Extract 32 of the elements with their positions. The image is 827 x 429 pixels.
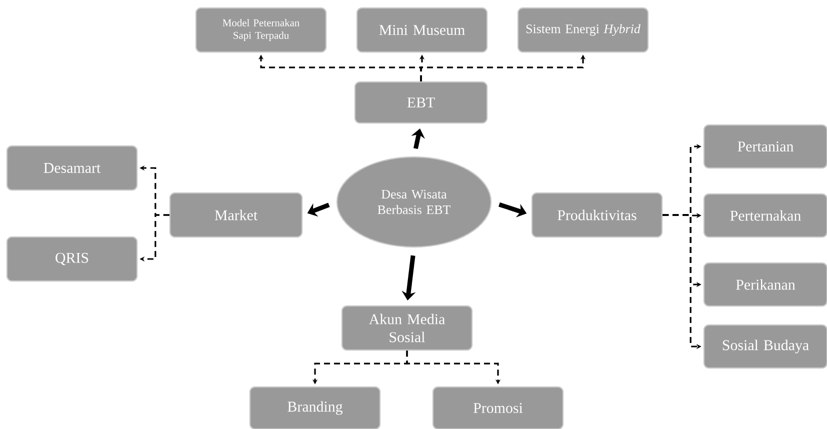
topic-box [6,236,138,282]
node-text: Akun Media Sosial [368,314,445,342]
topic-box [341,305,473,351]
central-ellipse [336,156,492,248]
topic-box [354,81,488,124]
topic-box [517,7,649,53]
node-text: Desamart [44,163,101,173]
node-text: Pertanian [738,142,794,152]
node-text: Market [214,210,258,220]
node-text: Promosi [474,403,523,414]
topic-box [432,386,564,429]
topic-box [703,124,827,169]
node-text: Sosial Budaya [722,340,809,354]
node-text: EBT [407,98,435,108]
node-text: Perternakan [730,210,801,221]
topic-box [703,193,827,238]
node-text: Desa Wisata Berbasis EBT [378,190,450,214]
topic-box [703,324,827,369]
topic-box [195,7,327,53]
node-text: QRIS [56,252,88,266]
topic-box [169,192,303,238]
node-text: Mini Museum [379,25,465,36]
topic-box [249,386,381,429]
topic-box [6,145,138,191]
node-text: Perikanan [736,279,796,290]
topic-box [703,262,827,307]
node-text: Produktivitas [558,210,636,220]
node-text: Branding [288,401,343,415]
topic-box [356,7,488,53]
node-text: Sistem Energi Hybrid [526,24,640,36]
node-text: Model Peternakan Sapi Terpadu [222,19,300,42]
topic-box [531,192,663,238]
